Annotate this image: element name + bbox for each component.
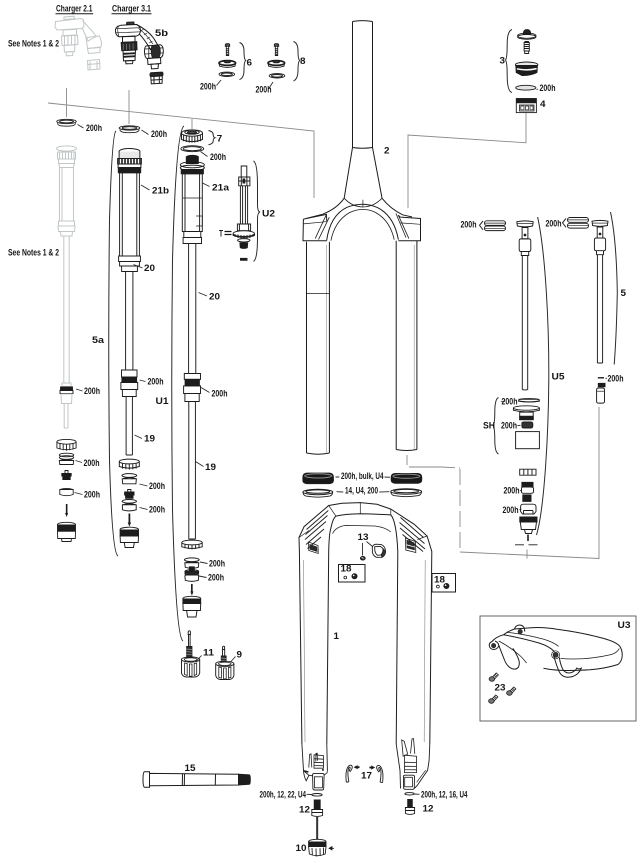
svg-text:1: 1 [334,631,340,641]
svg-text:200h: 200h [608,374,624,384]
svg-text:5b: 5b [155,28,168,38]
svg-text:See Notes 1 & 2: See Notes 1 & 2 [8,39,59,49]
svg-text:13: 13 [358,532,369,542]
svg-text:200h: 200h [84,386,100,396]
svg-text:18: 18 [434,575,445,585]
svg-text:200h: 200h [210,152,226,162]
svg-text:17: 17 [361,771,372,781]
svg-text:3: 3 [500,56,506,66]
svg-text:23: 23 [495,683,506,693]
svg-text:7: 7 [217,134,223,144]
svg-text:8: 8 [300,56,306,66]
svg-text:21a: 21a [212,183,230,193]
svg-text:200h, 12, 22, U4: 200h, 12, 22, U4 [260,790,307,800]
svg-text:See Notes 1 & 2: See Notes 1 & 2 [8,248,59,258]
svg-text:5: 5 [621,288,627,298]
svg-text:200h: 200h [504,486,520,496]
svg-text:200h: 200h [200,82,216,92]
svg-text:6: 6 [247,58,253,68]
svg-text:200h: 200h [149,481,165,491]
svg-text:200h: 200h [501,421,517,431]
svg-text:20: 20 [144,263,155,273]
svg-text:T: T [219,229,223,239]
svg-text:15: 15 [185,763,196,773]
svg-text:5a: 5a [92,335,105,345]
svg-text:20: 20 [209,292,220,302]
svg-text:18: 18 [341,564,352,574]
svg-text:12: 12 [423,804,434,814]
svg-text:21b: 21b [152,186,169,196]
svg-text:200h: 200h [209,559,225,569]
svg-text:200h: 200h [546,219,562,229]
svg-text:4: 4 [540,99,546,109]
svg-text:11: 11 [203,648,214,658]
svg-text:U1: U1 [156,396,169,406]
svg-text:200h: 200h [86,123,102,133]
svg-text:200h: 200h [149,505,165,515]
svg-text:200h: 200h [256,85,272,95]
svg-text:19: 19 [205,462,216,472]
svg-text:200h: 200h [502,397,518,407]
svg-text:200h: 200h [84,458,100,468]
svg-text:200h, 12, 16, U4: 200h, 12, 16, U4 [421,790,468,800]
svg-text:Charger 2.1: Charger 2.1 [56,4,93,14]
svg-text:U3: U3 [618,620,631,630]
svg-text:U5: U5 [552,372,565,382]
svg-text:12: 12 [299,805,310,815]
svg-text:2: 2 [384,146,390,156]
svg-text:200h: 200h [503,505,519,515]
svg-text:200h: 200h [461,220,477,230]
svg-text:200h: 200h [212,389,228,399]
svg-text:10: 10 [296,843,307,853]
svg-text:200h: 200h [540,83,556,93]
svg-text:200h: 200h [208,573,224,583]
svg-text:U2: U2 [262,209,275,219]
svg-text:Charger 3.1: Charger 3.1 [112,4,151,14]
svg-text:200h: 200h [151,129,167,139]
svg-text:9: 9 [237,650,243,660]
svg-text:200h: 200h [148,377,164,387]
svg-text:200h: 200h [84,490,100,500]
svg-text:19: 19 [144,434,155,444]
svg-text:14, U4, 200: 14, U4, 200 [345,486,378,496]
svg-text:SH: SH [483,421,495,431]
svg-text:200h, bulk, U4: 200h, bulk, U4 [341,471,384,481]
